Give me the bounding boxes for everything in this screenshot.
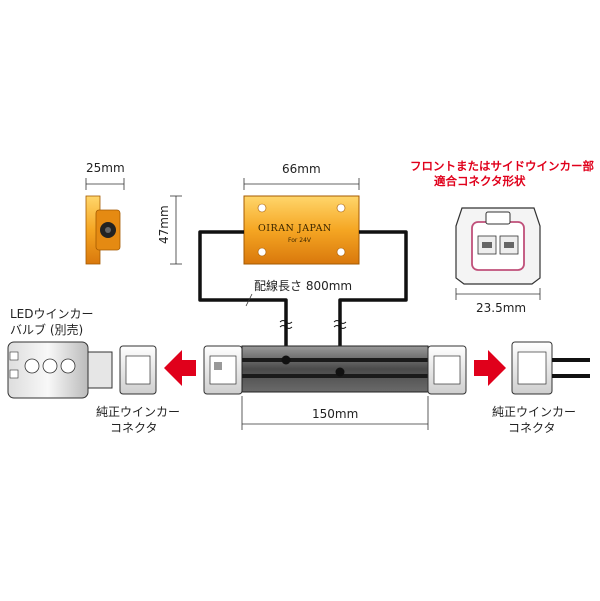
resistor-side-view: 25mm [85, 161, 125, 265]
resistor-top-view: 66mm 47mm OIRAN JAPAN For 24V [157, 162, 360, 265]
right-original-connector [511, 341, 590, 395]
right-direction-arrow [474, 350, 506, 386]
right-connector-label-line1: 純正ウインカー [492, 405, 576, 419]
resistor-model: For 24V [288, 237, 312, 244]
left-connector-label-line1: 純正ウインカー [96, 405, 180, 419]
resistor-brand: OIRAN JAPAN [258, 223, 332, 234]
wire-break-marks [279, 320, 347, 329]
harness [241, 345, 429, 393]
dim-connector-width: 23.5mm [476, 301, 526, 315]
wire-length-label: 配線長さ 800mm [254, 278, 352, 293]
right-harness-connector [427, 345, 467, 395]
left-connector-label-line2: コネクタ [110, 421, 158, 435]
left-harness-connector [203, 345, 243, 395]
led-bulb: LEDウインカー バルブ (別売) [7, 307, 113, 399]
resistor-wires [198, 230, 408, 372]
led-label-line2: バルブ (別売) [10, 322, 83, 337]
left-direction-arrow [164, 350, 196, 386]
dim-resistor-height: 47mm [157, 205, 171, 244]
connector-shape-panel: フロントまたはサイドウインカー部 適合コネクタ形状 23.5mm [410, 159, 594, 315]
led-label-line1: LEDウインカー [10, 307, 94, 321]
left-socket [119, 345, 157, 395]
right-connector-label-line2: コネクタ [508, 421, 556, 435]
dim-side-width: 25mm [86, 161, 125, 175]
connector-title-line1: フロントまたはサイドウインカー部 [410, 159, 594, 173]
connector-title-line2: 適合コネクタ形状 [434, 174, 526, 188]
dim-harness-length: 150mm [312, 407, 358, 421]
dim-resistor-width: 66mm [282, 162, 321, 176]
